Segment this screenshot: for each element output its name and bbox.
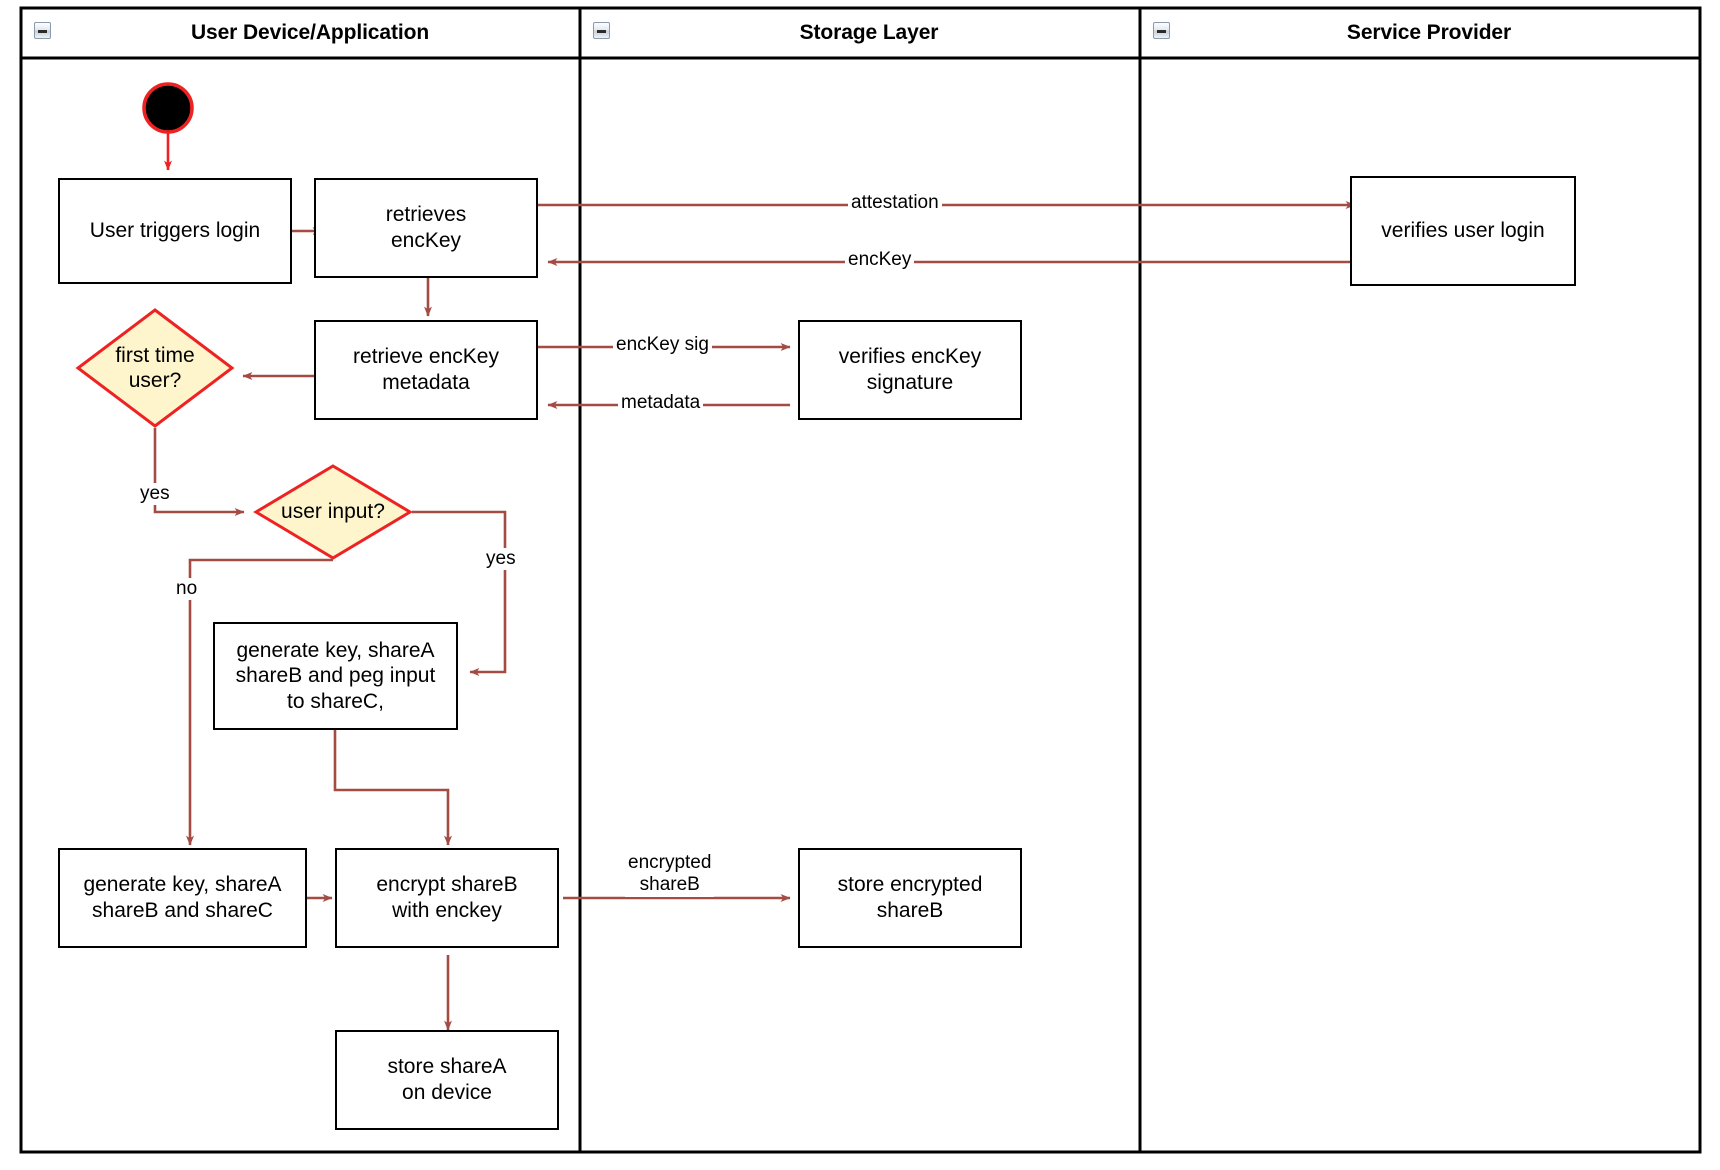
lane-frame <box>19 6 1702 1154</box>
node-label: verifies user login <box>1381 219 1545 243</box>
edge-label-yes-user-input: yes <box>483 548 519 571</box>
edge-label-yes-first-time: yes <box>137 483 173 506</box>
edge-label-enckey: encKey <box>845 249 915 272</box>
minimize-icon-lane-1[interactable] <box>34 22 51 39</box>
minimize-icon-lane-3[interactable] <box>1153 22 1170 39</box>
node-user-triggers-login[interactable]: User triggers login <box>58 178 292 284</box>
lane-title-user-device: User Device/Application <box>190 21 430 44</box>
node-label: verifies encKey signature <box>838 345 982 394</box>
decision-first-time-user <box>75 308 235 428</box>
edge-label-enckey-sig: encKey sig <box>613 334 712 357</box>
initial-node <box>142 82 194 171</box>
lane-title-storage-layer: Storage Layer <box>799 21 939 44</box>
edge-label-no-user-input: no <box>173 578 201 601</box>
edge-label-attestation: attestation <box>848 192 942 215</box>
node-label: User triggers login <box>89 219 261 243</box>
lane-title-service-provider: Service Provider <box>1346 21 1512 44</box>
node-verifies-user-login[interactable]: verifies user login <box>1350 176 1576 286</box>
minimize-icon-lane-2[interactable] <box>593 22 610 39</box>
edge-label-metadata: metadata <box>618 392 704 415</box>
decision-user-input <box>253 464 413 560</box>
node-verifies-enckey-signature[interactable]: verifies encKey signature <box>798 320 1022 420</box>
